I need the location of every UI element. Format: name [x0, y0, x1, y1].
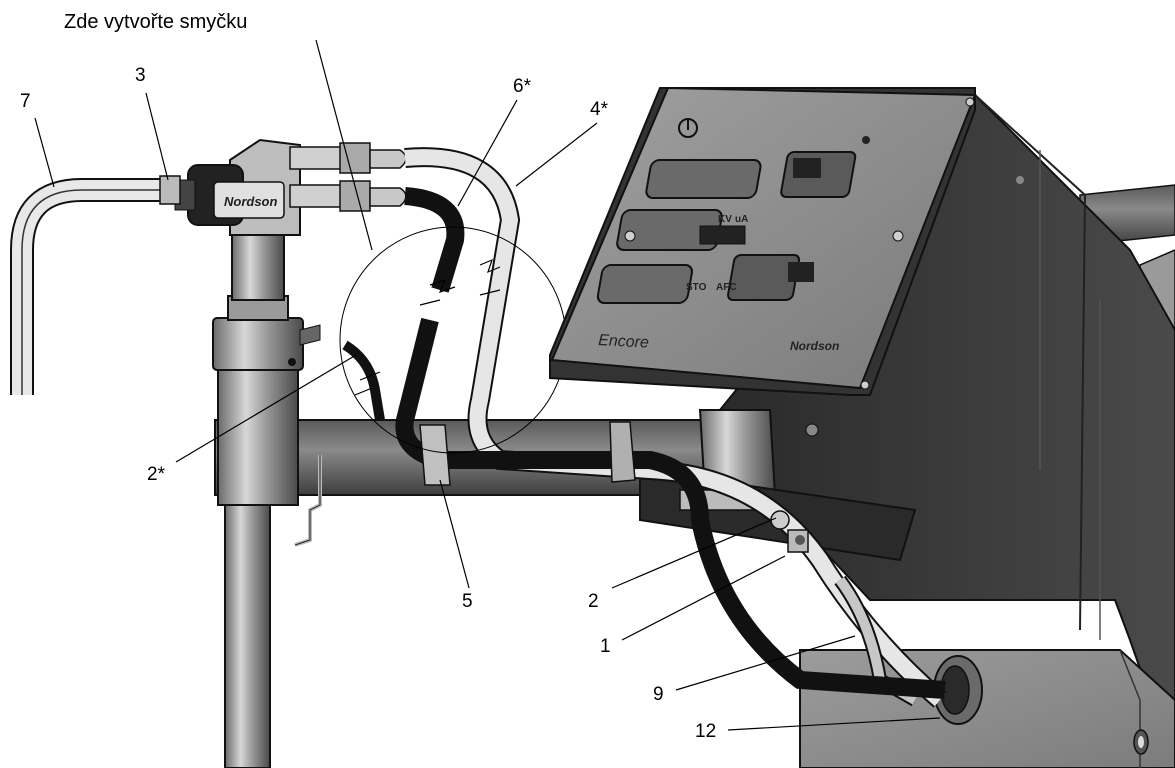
callout-2-star: 2* [147, 464, 165, 485]
callout-12: 12 [695, 721, 717, 742]
break-marks [354, 258, 501, 396]
brand-label: Encore [598, 332, 650, 352]
callout-4-star: 4* [590, 99, 608, 120]
cable-tie [419, 421, 636, 486]
gun-mover-pole [212, 229, 321, 768]
base-cabinet [799, 649, 1175, 768]
callout-2: 2 [588, 591, 599, 612]
loop-caption: Zde vytvořte smyčku [64, 11, 248, 33]
bottom-connectors [770, 510, 809, 553]
callout-6-star: 6* [513, 76, 531, 97]
afc-label: AFC [716, 282, 737, 293]
callout-9: 9 [653, 684, 664, 705]
black-hose [342, 187, 946, 699]
panel-logo: Nordson [790, 339, 839, 353]
callout-3: 3 [135, 65, 146, 86]
hose-fittings [289, 142, 407, 212]
spray-gun: Nordson [174, 138, 301, 236]
grommet [933, 655, 983, 725]
callout-7: 7 [20, 91, 31, 112]
callout-5: 5 [462, 591, 473, 612]
leader-lines [34, 39, 941, 731]
sto-label: STO [686, 282, 707, 293]
callout-1: 1 [600, 636, 611, 657]
nozzle-tube [10, 175, 181, 395]
ua-label: uA [735, 214, 748, 225]
control-panel: KV uA STO AFC Encore Nordson [549, 86, 977, 396]
gun-logo: Nordson [224, 194, 278, 209]
kv-label: KV [718, 214, 732, 225]
